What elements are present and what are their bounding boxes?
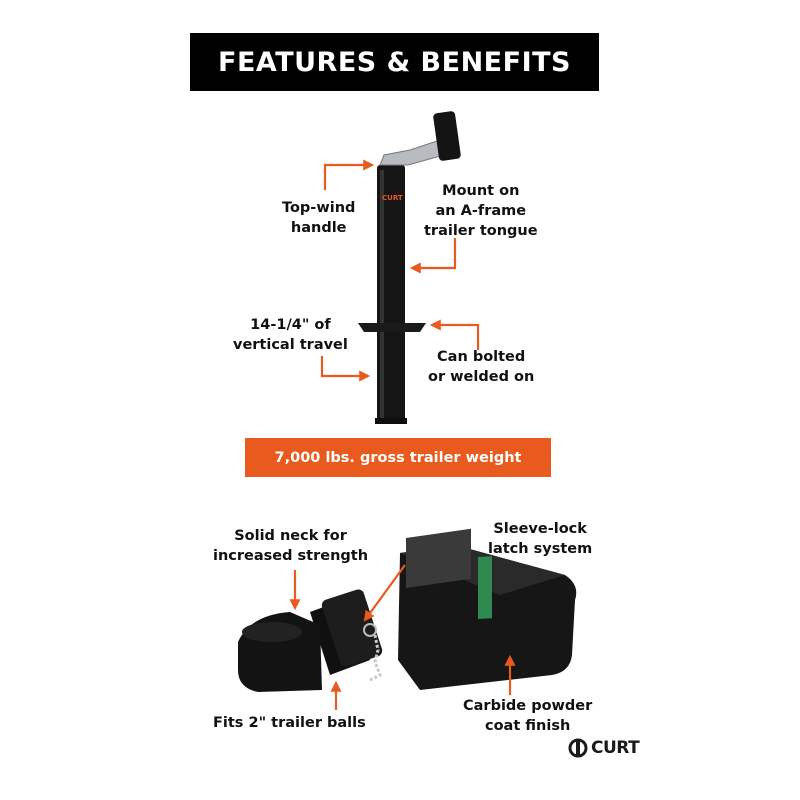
gross-weight-banner: 7,000 lbs. gross trailer weight bbox=[245, 438, 551, 477]
callout-arrows bbox=[289, 159, 516, 710]
curt-logo-text: CURT bbox=[591, 738, 640, 758]
features-benefits-header: FEATURES & BENEFITS bbox=[190, 33, 599, 91]
trailer-jack: CURT bbox=[358, 111, 461, 424]
curt-logo: CURT bbox=[568, 738, 640, 758]
svg-text:CURT: CURT bbox=[382, 194, 403, 202]
callout-trailer-balls: Fits 2" trailer balls bbox=[213, 715, 366, 731]
curt-logo-icon bbox=[568, 738, 588, 758]
trailer-coupler bbox=[238, 528, 577, 692]
